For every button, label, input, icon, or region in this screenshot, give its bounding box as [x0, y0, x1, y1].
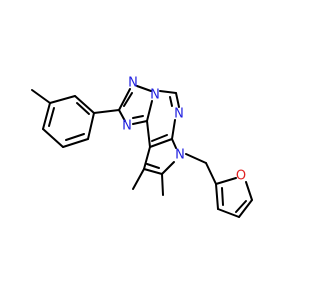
bond: [62, 138, 89, 148]
bond: [215, 183, 219, 210]
bond-aryl-triazole: [93, 109, 120, 114]
atom-o1: O: [236, 169, 246, 184]
bond: [159, 90, 177, 94]
bond: [171, 138, 177, 149]
bond: [149, 138, 173, 148]
bond-methyl: [161, 173, 164, 196]
atom-label-n: N: [150, 88, 160, 103]
bond: [217, 208, 240, 218]
bond: [49, 95, 76, 104]
molecule-diagram: N N N N N O: [31, 76, 253, 218]
triazole-ring: [118, 85, 153, 125]
bond: [175, 92, 180, 108]
bond: [136, 85, 152, 92]
atom-label-n: N: [174, 107, 184, 122]
bond: [132, 120, 148, 125]
atom-n5: N: [175, 148, 185, 163]
atom-n1: N: [128, 76, 138, 91]
atom-label-n: N: [128, 76, 138, 91]
bond-double-inner: [65, 133, 85, 141]
atom-label-n: N: [175, 148, 185, 163]
bond: [42, 102, 51, 130]
furylmethyl: [185, 153, 253, 218]
bond: [118, 88, 131, 111]
bond: [238, 199, 253, 218]
bond-double-inner: [221, 187, 224, 206]
bond-double-inner: [132, 115, 144, 119]
bond: [146, 120, 151, 148]
bond-double-inner: [169, 96, 173, 107]
bond: [146, 100, 153, 122]
bond: [161, 161, 175, 175]
pyrimidine-ring: [146, 90, 180, 148]
bond: [143, 146, 151, 170]
bond: [143, 168, 163, 175]
bond: [171, 119, 176, 140]
pyrrole-ring: [132, 138, 177, 196]
bond-double-inner: [235, 200, 247, 213]
bond-methyl: [31, 89, 51, 104]
tolyl-ring: [31, 89, 95, 148]
atom-n4: N: [174, 107, 184, 122]
structure-svg: N N N N N O: [31, 76, 253, 218]
bond: [42, 128, 64, 148]
bond-double-inner: [151, 134, 168, 142]
bond: [185, 153, 207, 164]
atom-n2: N: [150, 88, 160, 103]
bond-double-inner: [48, 107, 55, 127]
atom-label-o: O: [236, 169, 246, 184]
bond-methyl: [132, 168, 145, 190]
bond: [205, 162, 217, 185]
atom-label-n: N: [122, 119, 132, 134]
bond: [215, 177, 237, 185]
bond: [245, 181, 253, 201]
bond-double-inner: [146, 163, 160, 169]
bond: [87, 112, 95, 140]
bond-double-inner: [123, 92, 133, 107]
bond: [118, 109, 126, 122]
bond-double-inner: [76, 102, 90, 115]
bond: [74, 95, 95, 114]
atom-n3: N: [122, 119, 132, 134]
